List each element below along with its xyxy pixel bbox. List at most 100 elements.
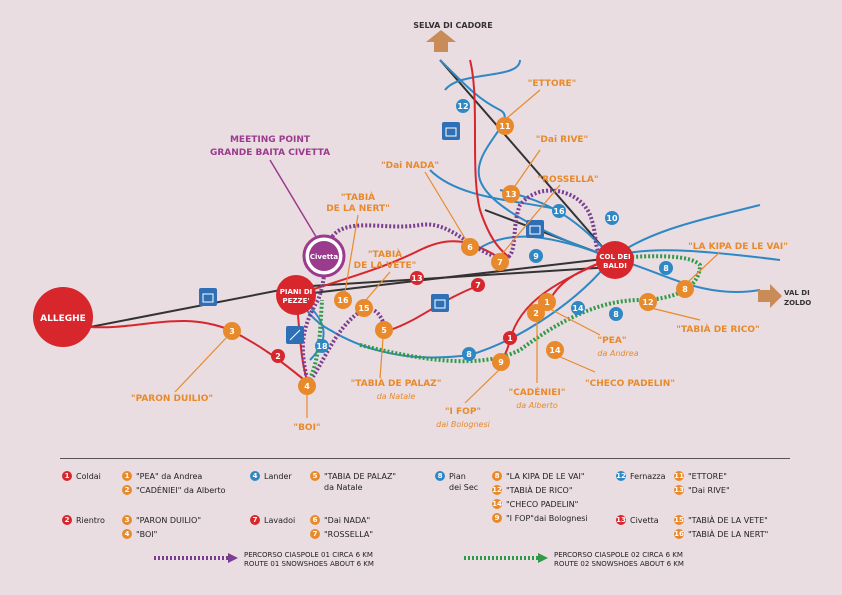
- svg-text:2: 2: [275, 352, 281, 361]
- hut-label-cadeniei-sub: da Alberto: [516, 401, 558, 410]
- chairlift-icon: [431, 294, 449, 312]
- legend-kipa: 8"LA KIPA DE LE VAI": [492, 471, 585, 482]
- zoldo-label-2: ZOLDO: [784, 299, 811, 307]
- svg-text:4: 4: [304, 382, 310, 391]
- legend-pea: 1"PEA" da Andrea: [122, 471, 202, 482]
- svg-text:8: 8: [613, 310, 619, 319]
- svg-text:16: 16: [337, 296, 349, 305]
- hut-label-nert-1: "TABIÀ: [341, 191, 375, 203]
- svg-text:9: 9: [533, 252, 539, 261]
- hut-label-dai-nada: "Dai NADA": [381, 161, 439, 171]
- hut-pointers: [174, 89, 721, 418]
- svg-text:7: 7: [497, 258, 503, 267]
- legend-palaz: 5"TABIA DE PALAZ"da Natale: [310, 471, 396, 493]
- hut-label-tabia-rico: "TABIÀ DE RICO": [676, 323, 759, 335]
- hut-label-ettore: "ETTORE": [528, 79, 577, 89]
- hut-label-pea-sub: da Andrea: [597, 349, 638, 358]
- svg-text:18: 18: [316, 342, 328, 351]
- svg-text:16: 16: [553, 207, 565, 216]
- alleghe-station[interactable]: ALLEGHE: [33, 287, 93, 347]
- slope-markers: 2 1 7 13 12 16 10 9 8 14 8 8 18: [271, 99, 673, 363]
- legend-boi: 4"BOI": [122, 529, 157, 540]
- legend-cadeniei: 2"CADÉNIEI" da Alberto: [122, 485, 225, 496]
- svg-text:6: 6: [467, 243, 473, 252]
- svg-text:12: 12: [642, 298, 653, 307]
- hut-label-vete-1: "TABIÀ: [368, 248, 402, 260]
- svg-text:PIANI DI: PIANI DI: [280, 288, 312, 296]
- route-01-snowshoes: [300, 188, 613, 384]
- svg-text:13: 13: [411, 274, 422, 283]
- hut-label-nert-2: DE LA NERT": [326, 204, 390, 214]
- hut-label-cadeniei: "CADÉNIEI": [509, 386, 566, 398]
- meeting-point-pointer: [269, 159, 319, 241]
- svg-text:15: 15: [358, 304, 370, 313]
- hut-label-rossella: "ROSSELLA": [537, 175, 598, 185]
- hut-label-vete-2: DE LA VETE": [354, 261, 417, 271]
- meeting-point-subtitle: GRANDE BAITA CIVETTA: [210, 148, 330, 158]
- svg-text:8: 8: [682, 285, 688, 294]
- selva-label: SELVA DI CADORE: [413, 21, 492, 30]
- svg-text:9: 9: [498, 358, 504, 367]
- grande-baita-civetta-logo[interactable]: Civetta: [302, 234, 346, 278]
- hut-label-dai-rive: "Dai RIVE": [536, 135, 589, 145]
- legend-dai-rive: 13"Dai RIVE": [674, 485, 730, 495]
- svg-text:1: 1: [507, 334, 513, 343]
- svg-text:5: 5: [381, 326, 387, 335]
- hut-markers: 11 13 6 7 16 15 5 3 4 1 2 14 9 12 8: [223, 117, 694, 395]
- svg-text:Civetta: Civetta: [310, 253, 339, 261]
- hut-label-palaz-sub: da Natale: [377, 392, 416, 401]
- arrow-selva: [426, 30, 456, 52]
- chairlift-icon: [442, 122, 460, 140]
- svg-text:10: 10: [606, 214, 618, 223]
- zoldo-label-1: VAL DI: [784, 289, 810, 297]
- svg-text:12: 12: [457, 102, 468, 111]
- svg-text:1: 1: [544, 298, 550, 307]
- svg-text:8: 8: [663, 264, 669, 273]
- svg-text:7: 7: [475, 281, 481, 290]
- legend-ettore: 11"ETTORE": [674, 471, 727, 481]
- legend-tabia-rico: 12"TABIÀ DE RICO": [492, 485, 573, 495]
- svg-text:2: 2: [533, 309, 539, 318]
- svg-text:14: 14: [549, 346, 561, 355]
- col-dei-baldi-station[interactable]: COL DEI BALDI: [596, 241, 634, 279]
- svg-text:14: 14: [572, 304, 584, 313]
- hut-label-ifop: "I FOP": [445, 407, 481, 417]
- ski-school-icon: [286, 326, 304, 344]
- hut-label-boi: "BOI": [293, 423, 320, 433]
- route-01-swatch: [154, 553, 238, 563]
- svg-text:13: 13: [505, 190, 516, 199]
- chairlift-icon: [526, 220, 544, 238]
- legend-rossella: 7"ROSSELLA": [310, 529, 373, 540]
- hut-label-palaz: "TABIÀ DE PALAZ": [351, 377, 442, 389]
- route-01-branch: [306, 307, 388, 385]
- meeting-point-title: MEETING POINT: [230, 135, 311, 145]
- svg-text:BALDI: BALDI: [603, 262, 627, 270]
- legend-ifop: 9"I FOP"dai Bolognesi: [492, 513, 588, 524]
- hut-label-checo: "CHECO PADELIN": [585, 379, 675, 389]
- legend-tabia-vete: 15"TABIÀ DE LA VETE": [674, 515, 768, 525]
- arrow-zoldo: [758, 284, 782, 308]
- route-02-swatch: [464, 553, 548, 563]
- svg-text:8: 8: [466, 350, 472, 359]
- hut-label-ifop-sub: dai Bolognesi: [436, 420, 490, 429]
- piani-di-pezze-station[interactable]: PIANI DI PEZZE': [276, 275, 316, 315]
- svg-text:3: 3: [229, 327, 235, 336]
- svg-text:PEZZE': PEZZE': [283, 297, 310, 305]
- hut-label-pea: "PEA": [597, 336, 626, 346]
- legend-checo: 14"CHECO PADELIN": [492, 499, 579, 509]
- legend-dai-nada: 6"Dai NADA": [310, 515, 370, 526]
- legend-tabia-nert: 16"TABIÀ DE LA NERT": [674, 529, 769, 539]
- legend-paron: 3"PARON DUILIO": [122, 515, 201, 526]
- hut-label-paron: "PARON DUILIO": [131, 394, 213, 404]
